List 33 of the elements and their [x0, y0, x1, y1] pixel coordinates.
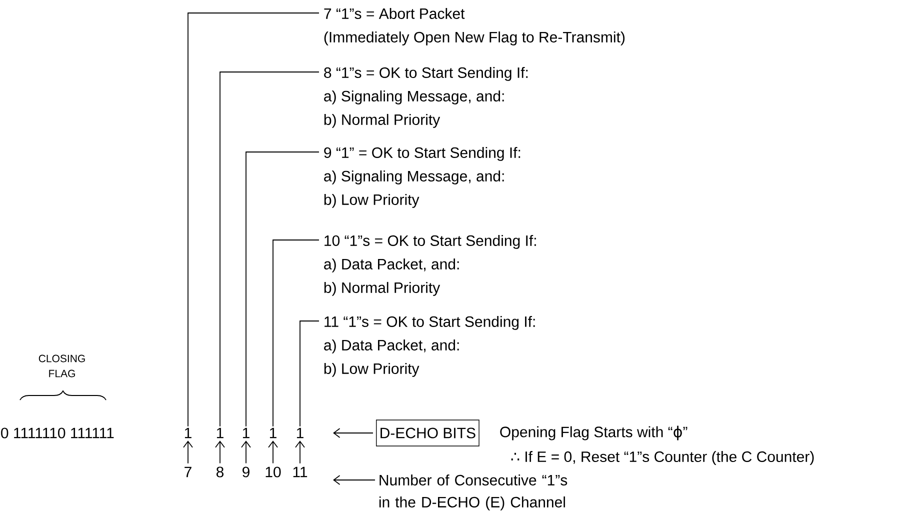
arrow — [295, 440, 305, 464]
bit-digit: 1 — [184, 428, 192, 438]
bit-string: 0 1111110 111111 — [1, 428, 114, 438]
note-text: 7 “1”s = Abort Packet (Immediately Open New Flag to Re-Transmit) — [324, 8, 625, 46]
leader-line — [272, 240, 320, 427]
label-text: Opening Flag Starts with “ϕ” — [500, 426, 688, 440]
leader-line — [188, 12, 320, 427]
note-text: 11 “1”s = OK to Start Sending If: a) Data Packet, and: b) Low Priority — [324, 316, 535, 377]
arrow — [333, 475, 376, 485]
note-text: Number of Consecutive “1”s in the D-ECHO (E) Channel — [379, 474, 568, 510]
leader-line — [300, 320, 320, 427]
bit-digit: 1 — [270, 428, 276, 438]
bit-digit: 1 — [296, 428, 304, 438]
arrow — [241, 440, 251, 464]
label-text: CLOSING FLAG — [38, 354, 85, 378]
count-number: 9 — [242, 466, 250, 478]
arrow — [333, 428, 374, 438]
bit-digit: 1 — [242, 428, 250, 438]
note-text: 8 “1”s = OK to Start Sending If: a) Signaling Message, and: b) Normal Priority — [324, 66, 528, 128]
leader-line — [246, 152, 320, 427]
label-box: D-ECHO BITS — [376, 420, 480, 446]
count-number: 11 — [293, 466, 308, 478]
count-number: 7 — [184, 466, 192, 478]
arrow — [215, 440, 225, 464]
leader-line — [220, 72, 320, 427]
arrow — [268, 440, 278, 464]
bit-digit: 1 — [216, 428, 224, 438]
arrow — [183, 440, 193, 464]
label-text: ∴ If E = 0, Reset “1”s Counter (the C Counter) — [511, 451, 814, 465]
note-text: 9 “1” = OK to Start Sending If: a) Signaling Message, and: b) Low Priority — [324, 146, 520, 208]
count-number: 10 — [266, 466, 281, 478]
count-number: 8 — [216, 466, 224, 478]
note-text: 10 “1”s = OK to Start Sending If: a) Data Packet, and: b) Normal Priority — [324, 234, 536, 296]
